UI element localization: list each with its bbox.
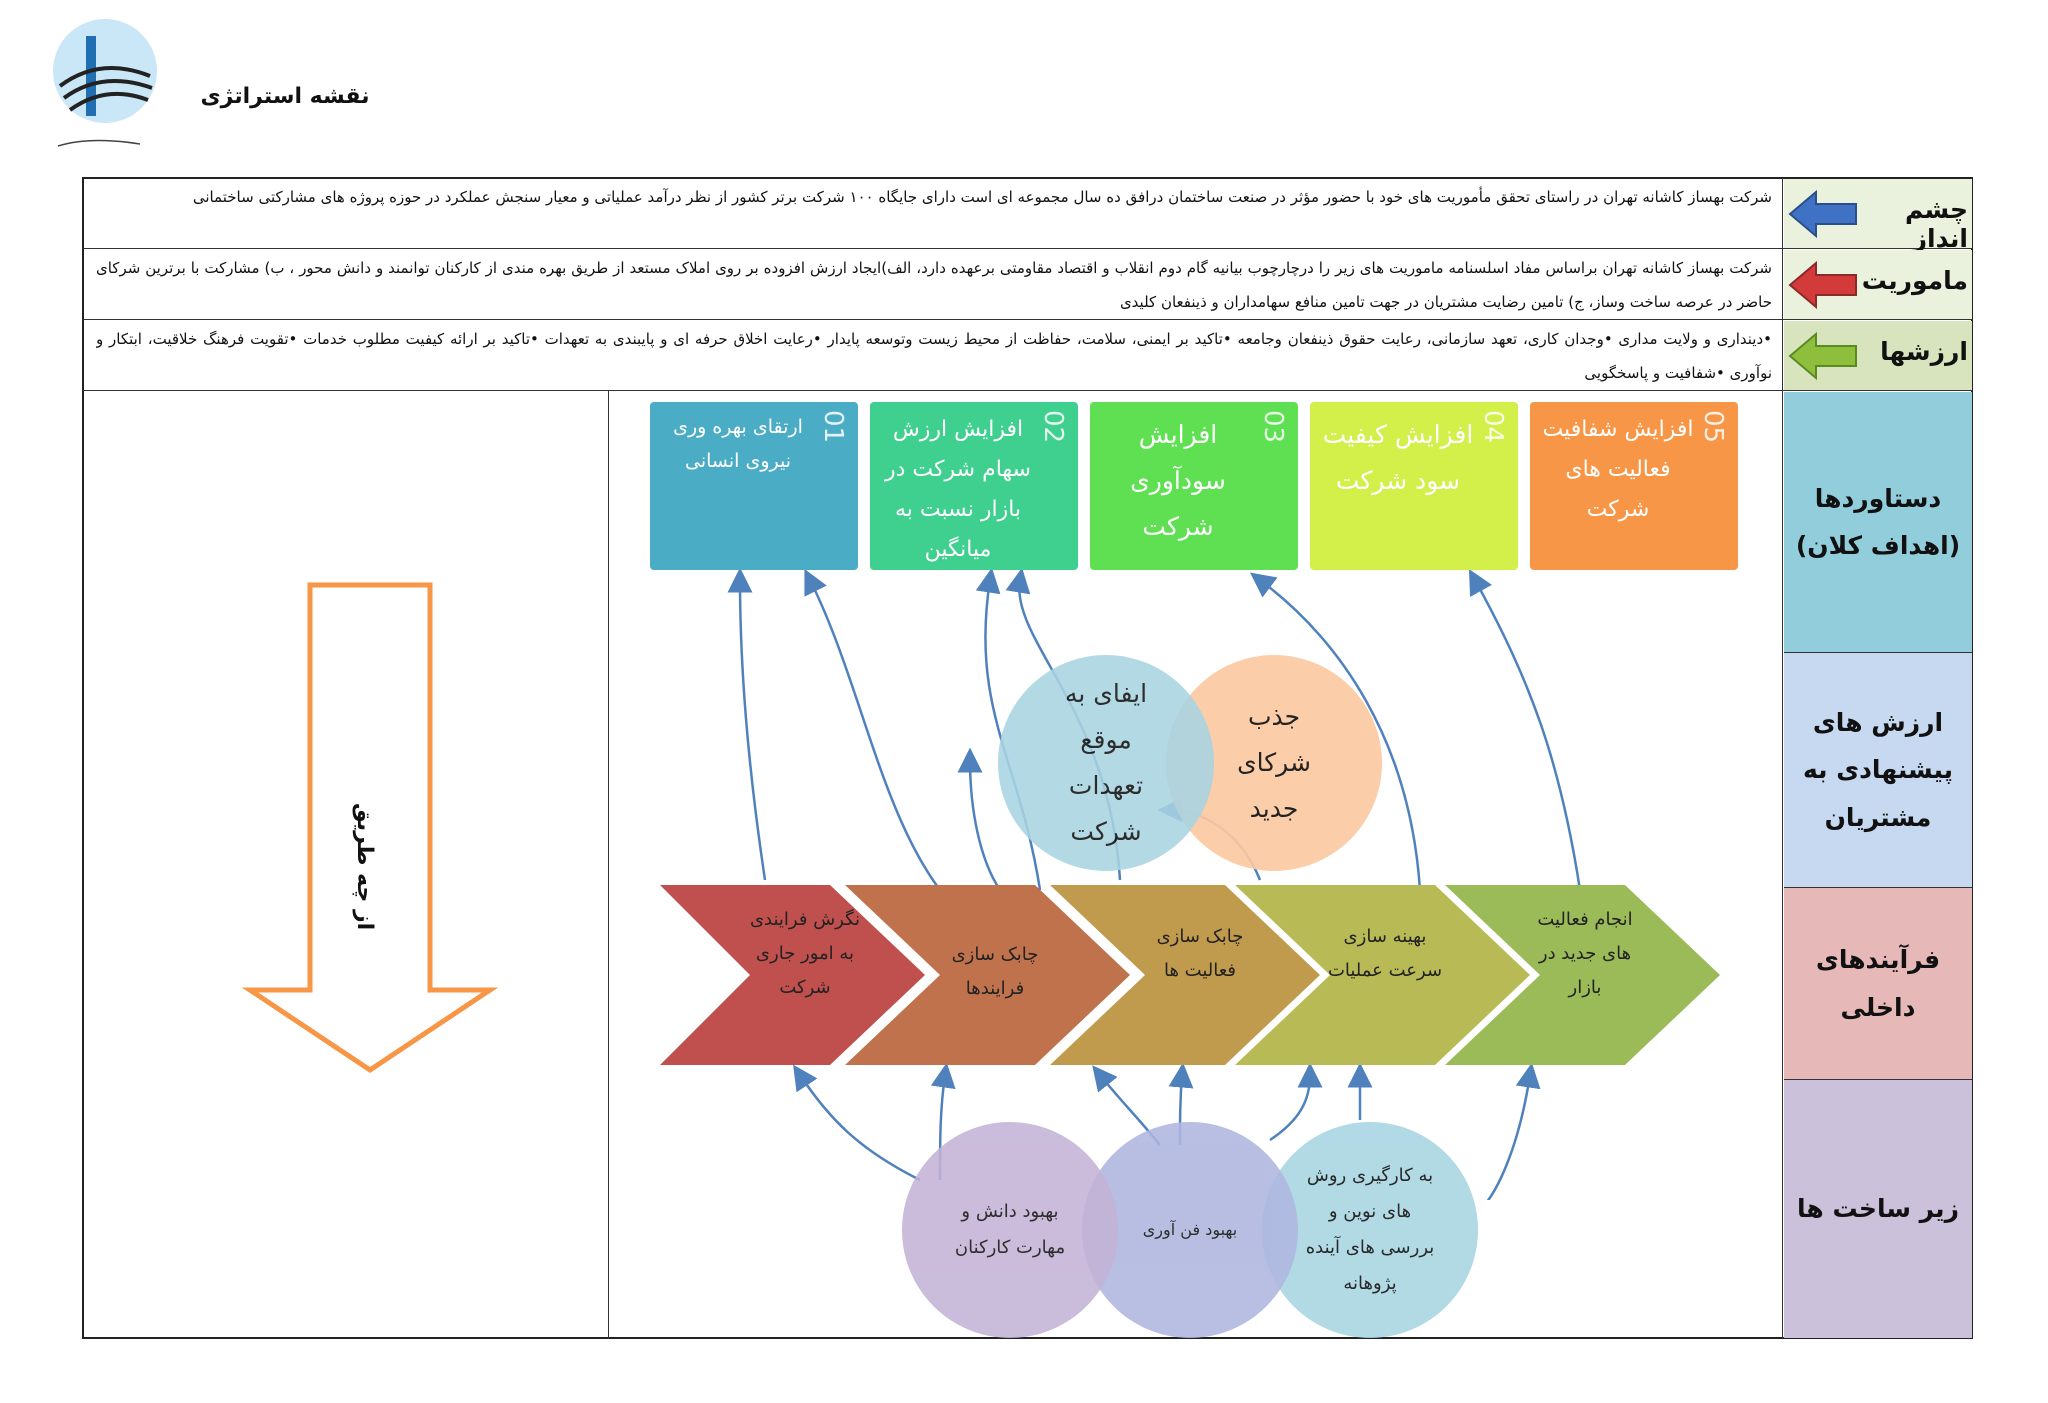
process-5-text: انجام فعالیت های جدید در بازار [1537,909,1633,998]
values-label: ارزشها [1880,337,1968,366]
goal-number: 05 [1698,410,1728,444]
customer-value-text: جذب شرکای جدید [1237,702,1311,823]
goal-card-05: 05 افزایش شفافیت فعالیت های شرکت [1530,402,1738,570]
goal-text: افزایش شفافیت فعالیت های شرکت [1542,417,1694,522]
page-title: نقشه استراتژی [200,84,370,109]
left-arrow-icon [1788,189,1857,239]
infrastructure-label: زیر ساخت ها [1784,1080,1972,1338]
infrastructure-circle-1: بهبود دانش و مهارت کارکنان [902,1122,1118,1338]
process-4-text: بهینه سازی سرعت عملیات [1327,926,1443,981]
goal-card-03: 03 افزایش سودآوری شرکت [1090,402,1298,570]
goal-text: افزایش ارزش سهام شرکت در بازار نسبت به م… [885,417,1031,562]
customer-value-circle-1: ایفای به موقع تعهدات شرکت [998,655,1214,871]
mission-label-cell: ماموریت [1784,250,1972,319]
down-arrow-icon [241,582,499,1074]
mission-label: ماموریت [1861,266,1968,295]
goal-card-02: 02 افزایش ارزش سهام شرکت در بازار نسبت ب… [870,402,1078,570]
achievements-label: دستاوردها (اهداف کلان) [1784,392,1972,653]
values-statement: •دینداری و ولایت مداری •وجدان کاری، تعهد… [96,330,1772,382]
customer-values-label: ارزش های پیشنهادی به مشتریان [1784,653,1972,888]
infrastructure-circle-3: به کارگیری روش های نوین و بررسی های آیند… [1262,1122,1478,1338]
process-2-text: چابک سازی فرایندها [951,944,1039,999]
vision-label-cell: چشم انداز [1784,179,1972,253]
goal-number: 04 [1478,410,1508,444]
goal-text: ارتقای بهره وری نیروی انسانی [673,416,803,472]
goal-text: افزایش کیفیت سود شرکت [1322,420,1474,495]
side-column-divider [608,391,609,1339]
goal-card-01: 01 ارتقای بهره وری نیروی انسانی [650,402,858,570]
process-1-text: نگرش فرایندی به امور جاری شرکت [749,909,861,998]
infrastructure-text: بهبود فن آوری [1142,1220,1238,1239]
row-divider [83,248,1973,249]
infrastructure-text: بهبود دانش و مهارت کارکنان [954,1201,1066,1258]
strategy-map-frame [82,177,1973,1339]
goal-text: افزایش سودآوری شرکت [1130,420,1226,541]
process-chevrons [660,885,1720,1065]
values-label-cell: ارزشها [1784,321,1972,390]
row-divider [83,319,1973,320]
goal-number: 01 [818,410,848,444]
customer-value-text: ایفای به موقع تعهدات شرکت [1064,679,1148,846]
label-column-divider [1782,178,1783,1339]
left-arrow-icon [1788,260,1857,310]
infrastructure-text: به کارگیری روش های نوین و بررسی های آیند… [1305,1165,1435,1294]
row-divider [83,390,1973,391]
infrastructure-circle-2: بهبود فن آوری [1082,1122,1298,1338]
side-note: از چه طریق [352,802,377,930]
left-arrow-icon [1788,331,1857,381]
internal-processes-label: فرآیندهای داخلی [1784,888,1972,1080]
vision-label: چشم انداز [1904,195,1968,253]
vision-statement: شرکت بهساز کاشانه تهران در راستای تحقق م… [192,188,1772,206]
goal-number: 03 [1258,410,1288,444]
company-logo [50,16,160,156]
goal-card-04: 04 افزایش کیفیت سود شرکت [1310,402,1518,570]
process-3-text: چابک سازی فعالیت ها [1156,926,1244,981]
mission-statement: شرکت بهساز کاشانه تهران براساس مفاد اسلس… [96,259,1772,311]
goal-number: 02 [1038,410,1068,444]
